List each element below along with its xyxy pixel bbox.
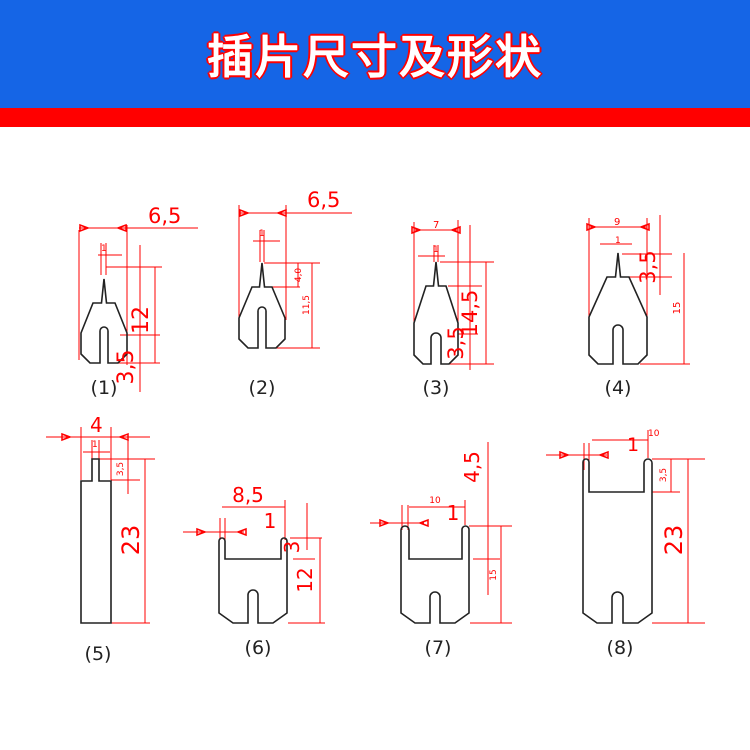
shape-1-outline bbox=[80, 278, 128, 364]
shape-6-prong-label: 1 bbox=[264, 509, 277, 533]
arrowhead bbox=[61, 432, 73, 442]
shape-5-caption: (5) bbox=[85, 643, 112, 665]
shape-5-width-label: 4 bbox=[90, 413, 103, 437]
shape-7-notch-label: 4,5 bbox=[460, 451, 484, 483]
arrowhead bbox=[586, 222, 598, 232]
shape-5-tip-label: 1 bbox=[92, 440, 98, 450]
shape-6-notch-label: 3 bbox=[280, 541, 304, 554]
shape-8-outline bbox=[582, 458, 653, 624]
shape-1-caption: (1) bbox=[91, 377, 118, 399]
arrowhead bbox=[449, 225, 461, 235]
shape-7-width-label: 10 bbox=[429, 496, 441, 506]
shape-5-height-label: 23 bbox=[117, 525, 145, 556]
shape-2-width-label: 6,5 bbox=[307, 188, 340, 212]
shape-4-width-label: 9 bbox=[614, 217, 620, 228]
arrowhead bbox=[379, 518, 391, 528]
shape-4-pin-label: 3,5 bbox=[636, 250, 660, 283]
shape-6-width-label: 8,5 bbox=[232, 483, 264, 507]
shape-1-tip-label: 1 bbox=[101, 244, 107, 254]
arrowhead bbox=[597, 450, 609, 460]
shape-7-caption: (7) bbox=[425, 637, 452, 659]
shape-2-tip-label: 1 bbox=[259, 229, 265, 239]
arrowhead bbox=[115, 223, 127, 233]
shape-7-height-label: 15 bbox=[489, 569, 499, 580]
shape-8-caption: (8) bbox=[607, 637, 634, 659]
arrowhead bbox=[275, 208, 287, 218]
arrowhead bbox=[559, 450, 571, 460]
arrowhead bbox=[638, 222, 650, 232]
arrowhead bbox=[117, 432, 129, 442]
page-title: 插片尺寸及形状 bbox=[207, 30, 543, 84]
shape-1-width-label: 6,5 bbox=[148, 204, 181, 228]
shape-4-outline bbox=[588, 252, 648, 365]
arrowhead bbox=[79, 223, 91, 233]
shape-5-pin-label: 3,5 bbox=[116, 462, 126, 476]
shape-8-prong-label: 1 bbox=[627, 434, 639, 456]
shape-2-outline bbox=[238, 262, 286, 349]
shape-2-pin-label: 4,0 bbox=[294, 268, 304, 283]
arrowhead bbox=[239, 208, 251, 218]
shape-8-width-label: 10 bbox=[648, 429, 660, 439]
shape-8-notch-label: 3,5 bbox=[659, 468, 669, 482]
shape-3-slot-label: 3,5 bbox=[444, 326, 468, 359]
shape-4-height-label: 15 bbox=[672, 302, 683, 315]
arrowhead bbox=[417, 518, 429, 528]
shape-6-caption: (6) bbox=[245, 637, 272, 659]
header-banner: 插片尺寸及形状 bbox=[0, 0, 750, 108]
arrowhead bbox=[411, 225, 423, 235]
shape-2-caption: (2) bbox=[249, 377, 276, 399]
red-stripe bbox=[0, 108, 750, 127]
shape-1-height-label: 12 bbox=[129, 306, 154, 334]
shape-5-outline bbox=[80, 458, 112, 624]
terminal-outlines bbox=[80, 252, 653, 624]
arrowhead bbox=[196, 527, 208, 537]
shape-3-caption: (3) bbox=[423, 377, 450, 399]
shape-2-height-label: 11,5 bbox=[302, 295, 312, 315]
shape-1-slot-label: 3,5 bbox=[114, 350, 139, 385]
shape-8-height-label: 23 bbox=[660, 525, 688, 556]
shape-7-prong-label: 1 bbox=[447, 501, 460, 525]
shape-4-caption: (4) bbox=[605, 377, 632, 399]
shape-7-outline bbox=[400, 525, 470, 624]
shape-3-tip-label: 1 bbox=[433, 245, 439, 255]
shape-3-width-label: 7 bbox=[433, 220, 439, 231]
shape-6-outline bbox=[218, 537, 288, 624]
arrowhead bbox=[235, 527, 247, 537]
shape-3-height-label: 14,5 bbox=[458, 290, 482, 337]
shape-3-outline bbox=[413, 261, 459, 365]
shape-6-height-label: 12 bbox=[293, 567, 317, 592]
dimension-lines bbox=[46, 205, 705, 624]
shape-4-tip-label: 1 bbox=[615, 236, 621, 246]
